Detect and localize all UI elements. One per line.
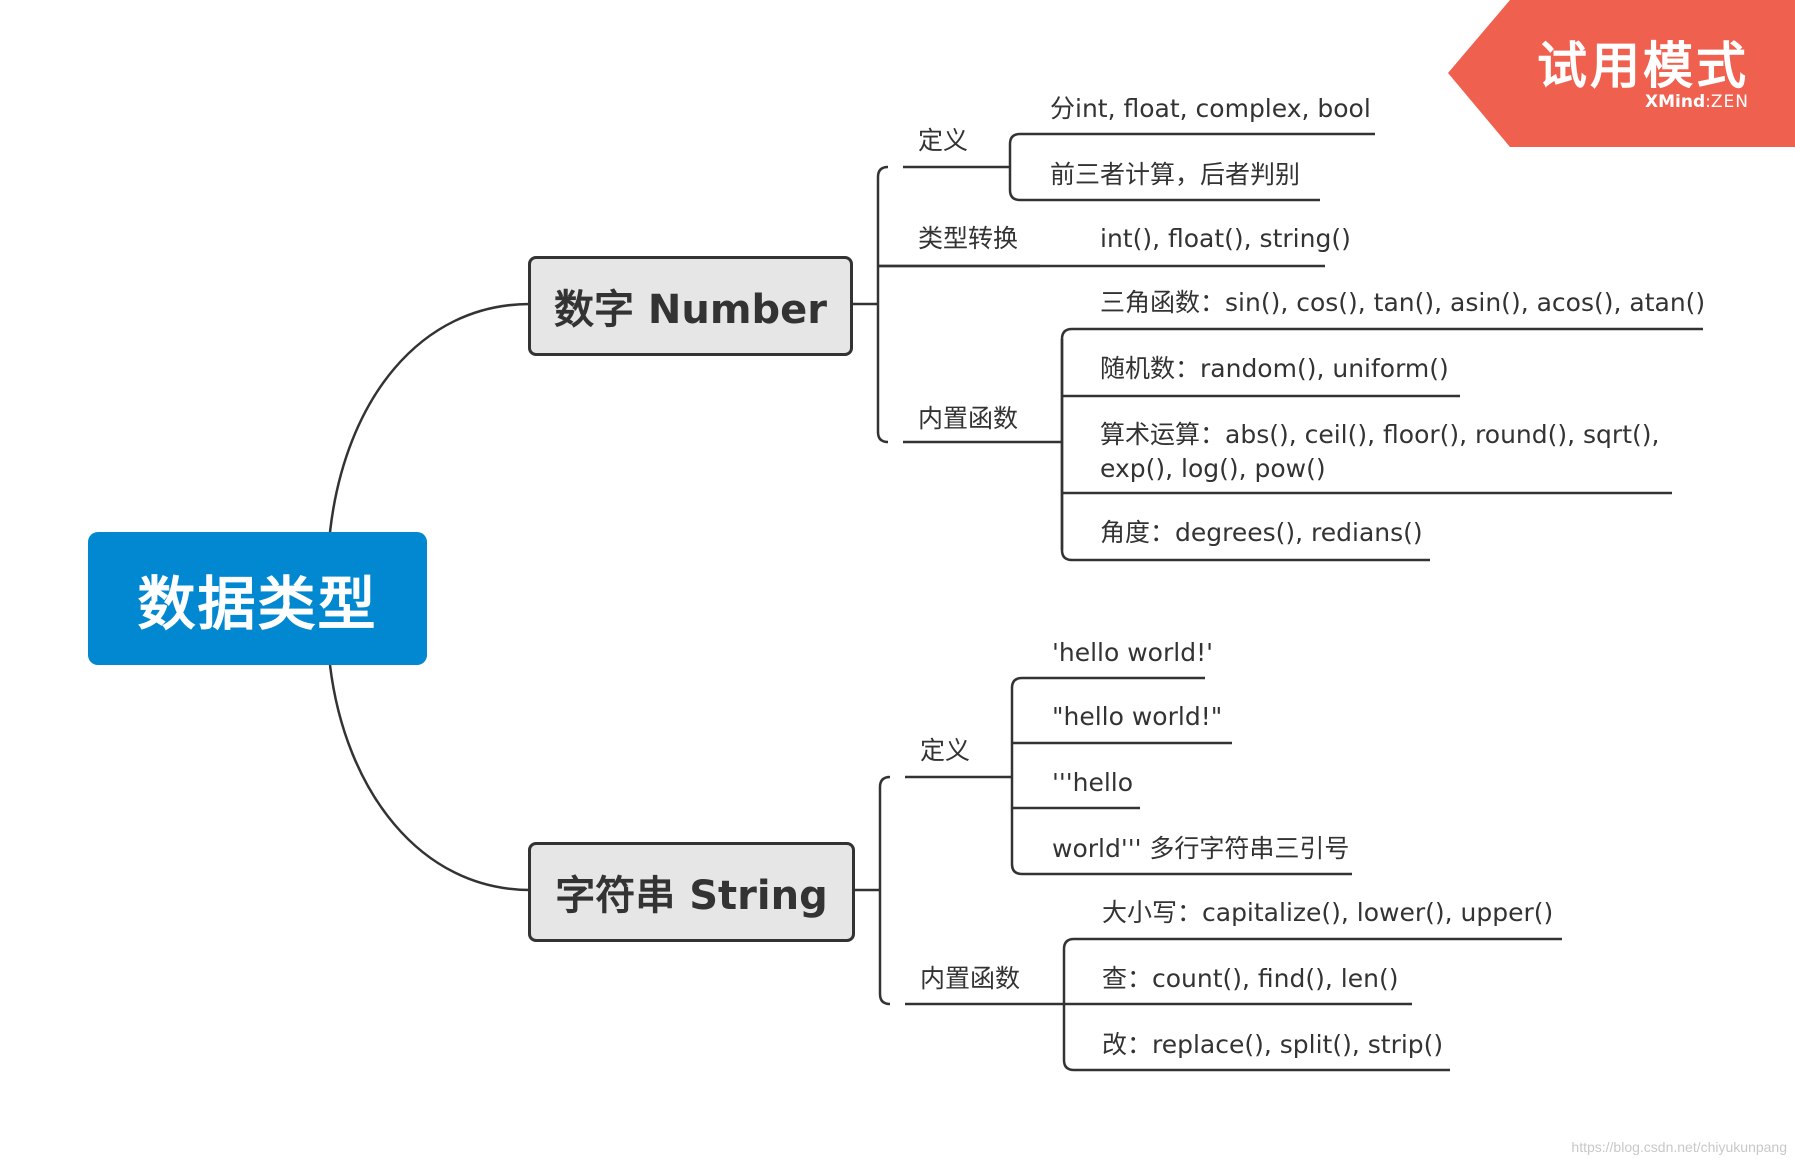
connector-central-number bbox=[328, 302, 531, 533]
subtopic-number-conversion[interactable]: 类型转换 bbox=[918, 224, 1019, 253]
topic-string-label: 字符串 String bbox=[555, 873, 828, 919]
bracket-number-builtins bbox=[1060, 327, 1073, 562]
brand-edition: ZEN bbox=[1710, 92, 1749, 112]
leaf-string-def-4[interactable]: world''' 多行字符串三引号 bbox=[1052, 834, 1350, 863]
central-topic-label: 数据类型 bbox=[137, 569, 378, 638]
leaf-string-builtin-1[interactable]: 大小写：capitalize(), lower(), upper() bbox=[1102, 898, 1554, 927]
subtopic-string-builtins[interactable]: 内置函数 bbox=[920, 964, 1021, 993]
brand-name: XMind bbox=[1645, 92, 1706, 112]
subtopic-number-builtins[interactable]: 内置函数 bbox=[918, 404, 1019, 433]
leaf-string-builtin-3[interactable]: 改：replace(), split(), strip() bbox=[1102, 1030, 1444, 1059]
connector-central-string bbox=[328, 664, 531, 892]
bracket-number-def bbox=[983, 132, 1021, 202]
central-topic[interactable]: 数据类型 bbox=[88, 532, 427, 665]
leaf-number-builtin-2[interactable]: 随机数：random(), uniform() bbox=[1100, 354, 1449, 383]
banner-shape bbox=[1448, 0, 1795, 147]
leaf-number-def-1[interactable]: 分int, float, complex, bool bbox=[1050, 94, 1371, 123]
banner-title: 试用模式 bbox=[1537, 37, 1749, 95]
leaf-number-builtin-4[interactable]: 角度：degrees(), redians() bbox=[1100, 518, 1423, 547]
topic-number-label: 数字 Number bbox=[553, 287, 828, 333]
bracket-string-def bbox=[1010, 676, 1023, 876]
leaf-number-conv-1[interactable]: int(), float(), string() bbox=[1100, 224, 1351, 253]
leaf-string-def-2[interactable]: "hello world!" bbox=[1052, 702, 1223, 731]
topic-string[interactable]: 字符串 String bbox=[528, 842, 855, 942]
subtopic-string-definition[interactable]: 定义 bbox=[920, 736, 971, 765]
leaf-number-def-2[interactable]: 前三者计算，后者判别 bbox=[1050, 160, 1301, 189]
brand-separator: : bbox=[1705, 92, 1711, 112]
leaf-number-builtin-3[interactable]: 算术运算：abs(), ceil(), floor(), round(), sq… bbox=[1100, 420, 1660, 483]
bracket-string bbox=[878, 775, 891, 1006]
leaf-string-builtin-2[interactable]: 查：count(), find(), len() bbox=[1102, 964, 1399, 993]
brand-logo: XMind:ZEN bbox=[1645, 92, 1749, 112]
bracket-number bbox=[876, 165, 889, 444]
leaf-string-def-1[interactable]: 'hello world!' bbox=[1052, 638, 1213, 667]
topic-number[interactable]: 数字 Number bbox=[528, 256, 853, 356]
leaf-string-def-3[interactable]: '''hello bbox=[1052, 768, 1134, 797]
watermark-url: https://blog.csdn.net/chiyukunpang bbox=[1571, 1139, 1787, 1155]
leaf-number-builtin-1[interactable]: 三角函数：sin(), cos(), tan(), asin(), acos()… bbox=[1100, 288, 1706, 317]
subtopic-number-definition[interactable]: 定义 bbox=[918, 126, 969, 155]
trial-mode-banner[interactable]: 试用模式 XMind:ZEN bbox=[1448, 0, 1795, 147]
